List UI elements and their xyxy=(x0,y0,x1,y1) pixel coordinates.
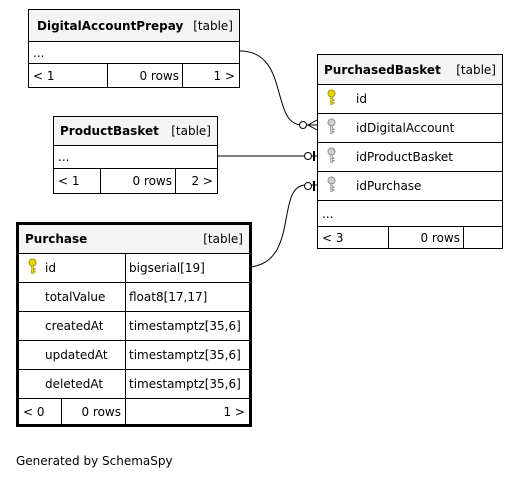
edge-digitalaccount-optional-marker xyxy=(299,121,307,129)
edge-digitalaccount xyxy=(239,50,317,126)
table-header: ProductBasket [table] xyxy=(54,117,217,145)
table-footer: < 1 0 rows 2 > xyxy=(54,168,217,193)
table-type: [table] xyxy=(456,62,496,77)
column-datatype: timestamptz[35,6] xyxy=(129,377,241,391)
rows-count: 0 rows xyxy=(81,404,121,419)
column-row: updatedAt timestamptz[35,6] xyxy=(19,340,249,369)
column-name: id xyxy=(45,261,56,275)
column-row: totalValue float8[17,17] xyxy=(19,282,249,311)
primary-key-icon xyxy=(327,89,336,109)
column-name: totalValue xyxy=(45,290,106,304)
table-ellipsis: ... xyxy=(33,45,45,60)
edge-purchase-optional-marker xyxy=(304,182,312,190)
table-name: DigitalAccountPrepay xyxy=(37,18,184,33)
parents-count: < 3 xyxy=(322,230,344,245)
table-purchase[interactable]: Purchase [table] id bigserial[19] totalV… xyxy=(16,222,252,427)
column-row: id xyxy=(318,84,502,113)
edge-productbasket-optional-marker xyxy=(304,152,312,160)
table-header: DigitalAccountPrepay [table] xyxy=(29,10,239,41)
column-name: idPurchase xyxy=(356,179,422,193)
table-type: [table] xyxy=(171,124,211,138)
children-count: 1 > xyxy=(223,404,245,419)
column-name: createdAt xyxy=(45,319,104,333)
children-count: 1 > xyxy=(213,68,235,83)
generated-by-footer: Generated by SchemaSpy xyxy=(16,454,173,468)
column-datatype: timestamptz[35,6] xyxy=(129,319,241,333)
rows-count: 0 rows xyxy=(139,68,179,83)
table-footer: < 0 0 rows 1 > xyxy=(19,398,249,424)
column-row: idPurchase xyxy=(318,171,502,200)
children-count: 2 > xyxy=(191,174,213,188)
foreign-key-icon xyxy=(327,118,336,138)
primary-key-icon xyxy=(28,258,37,278)
column-row: idDigitalAccount xyxy=(318,113,502,142)
table-name: ProductBasket xyxy=(60,124,159,138)
table-footer: < 1 0 rows 1 > xyxy=(29,63,239,87)
table-productbasket[interactable]: ProductBasket [table] ... < 1 0 rows 2 > xyxy=(53,116,218,194)
column-name: idDigitalAccount xyxy=(356,121,455,135)
rows-count: 0 rows xyxy=(132,174,172,188)
table-ellipsis: ... xyxy=(58,150,70,164)
table-header: Purchase [table] xyxy=(19,225,249,253)
table-digitalaccountprepay[interactable]: DigitalAccountPrepay [table] ... < 1 0 r… xyxy=(28,9,240,88)
column-row: idProductBasket xyxy=(318,142,502,171)
column-datatype: float8[17,17] xyxy=(129,290,208,304)
rows-count: 0 rows xyxy=(420,230,460,245)
column-datatype: timestamptz[35,6] xyxy=(129,348,241,362)
table-name: Purchase xyxy=(25,232,88,246)
foreign-key-icon xyxy=(327,147,336,167)
column-datatype: bigserial[19] xyxy=(129,261,205,275)
column-name: deletedAt xyxy=(45,377,104,391)
column-row: id bigserial[19] xyxy=(19,253,249,282)
table-name: PurchasedBasket xyxy=(324,62,441,77)
table-ellipsis-row: ... xyxy=(29,41,239,63)
table-type: [table] xyxy=(203,232,243,246)
column-name: updatedAt xyxy=(45,348,108,362)
column-name: id xyxy=(356,92,367,106)
edge-purchase xyxy=(249,184,317,268)
parents-count: < 1 xyxy=(58,174,80,188)
parents-count: < 1 xyxy=(33,68,55,83)
column-row: deletedAt timestamptz[35,6] xyxy=(19,369,249,398)
table-ellipsis-row: ... xyxy=(54,145,217,168)
table-type: [table] xyxy=(193,18,233,33)
column-name: idProductBasket xyxy=(356,150,453,164)
table-ellipsis-row: ... xyxy=(318,200,502,226)
parents-count: < 0 xyxy=(23,404,45,419)
column-row: createdAt timestamptz[35,6] xyxy=(19,311,249,340)
table-ellipsis: ... xyxy=(322,206,334,221)
table-purchasedbasket[interactable]: PurchasedBasket [table] id idDigitalAcco… xyxy=(317,54,503,249)
table-header: PurchasedBasket [table] xyxy=(318,55,502,84)
foreign-key-icon xyxy=(327,176,336,196)
table-footer: < 3 0 rows xyxy=(318,226,502,248)
edge-digitalaccount-crowfoot xyxy=(306,119,318,131)
